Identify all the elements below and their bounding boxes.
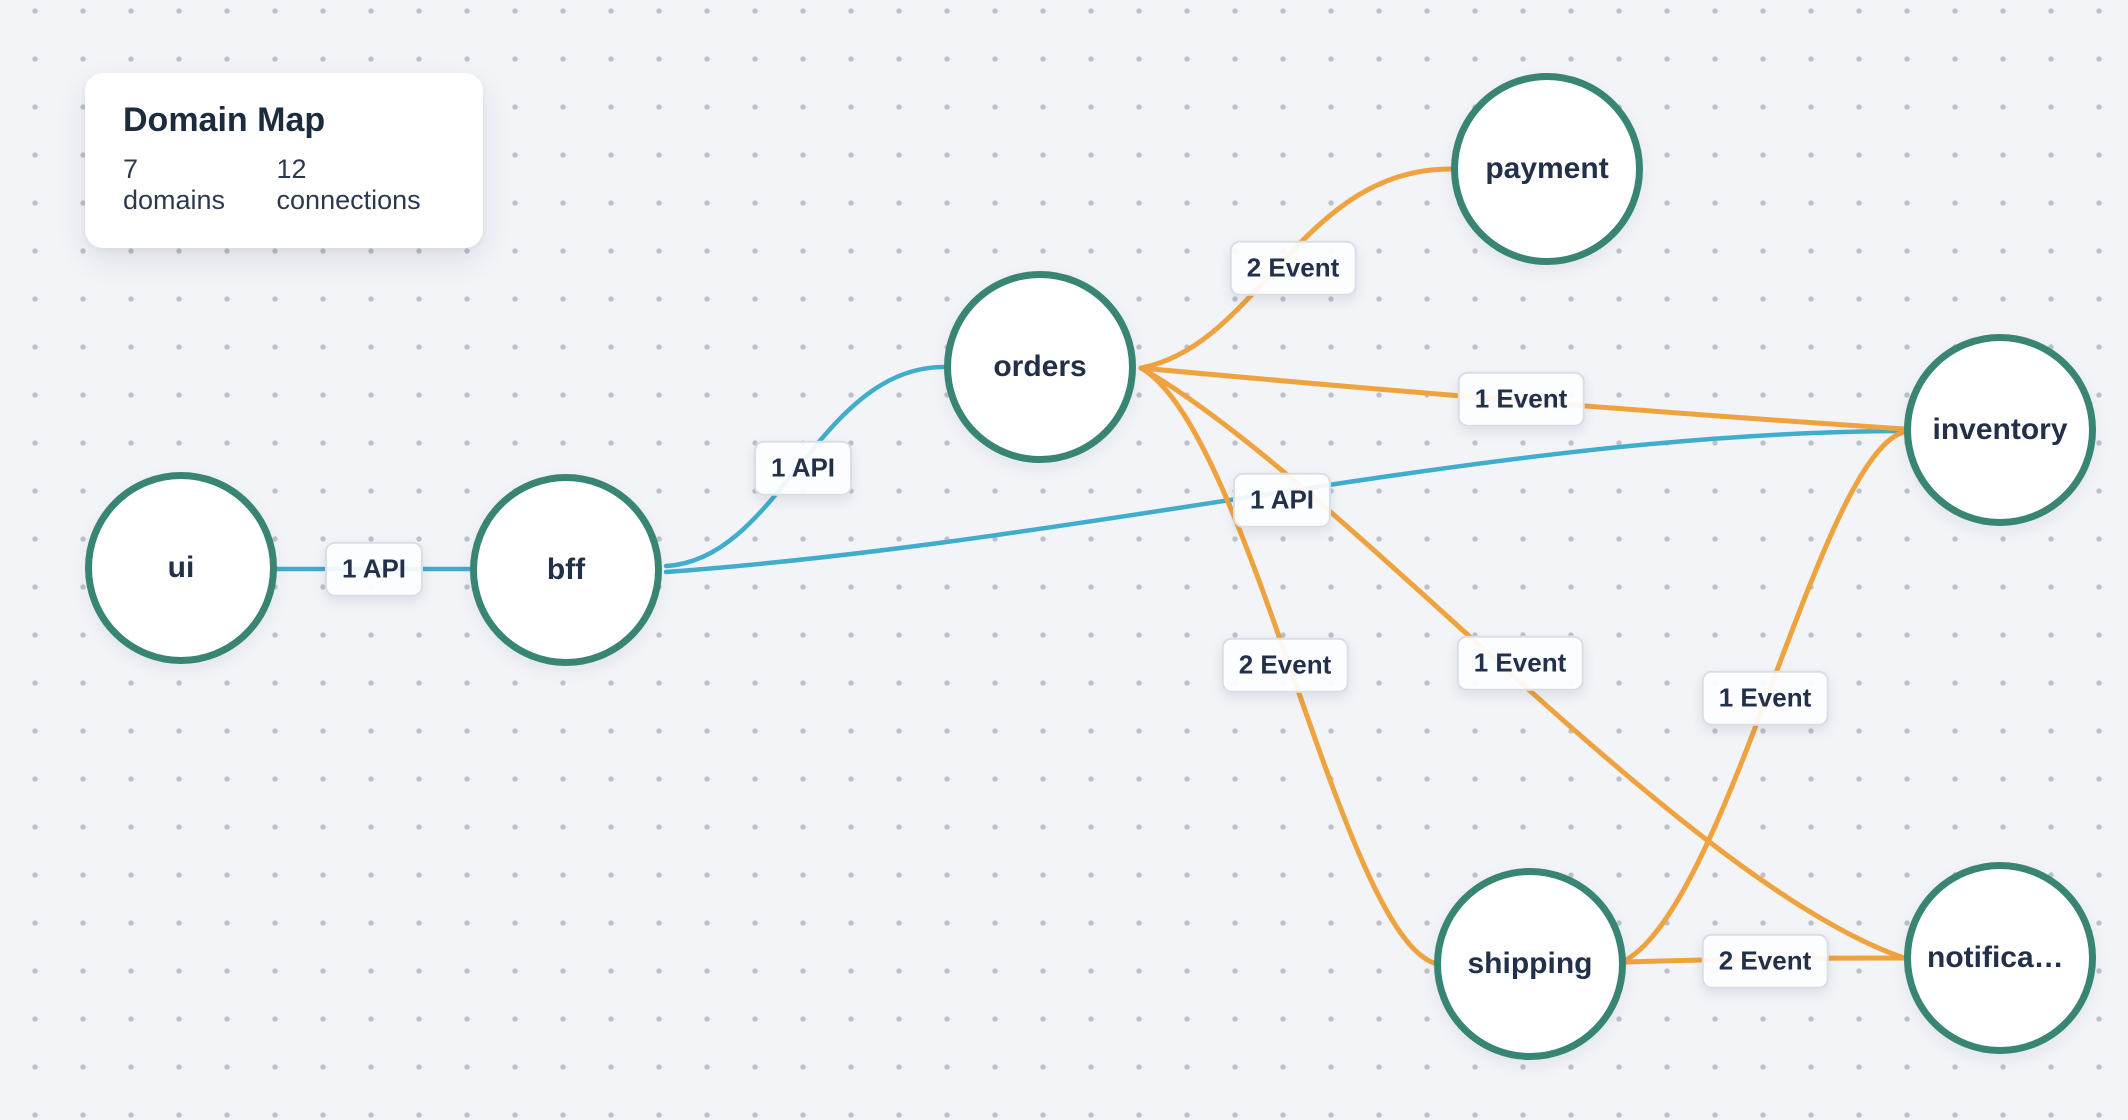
edge-label-orders-inventory: 1 Event <box>1457 371 1585 427</box>
node-label: bff <box>546 553 586 586</box>
edge-label-bff-inventory: 1 API <box>1232 472 1332 528</box>
edge-label-shipping-inventory: 1 Event <box>1701 670 1829 726</box>
node-label: notificatio… <box>1927 941 2079 974</box>
node-orders[interactable]: orders <box>944 271 1136 463</box>
edge-label-orders-payment: 2 Event <box>1229 240 1357 296</box>
node-ui[interactable]: ui <box>85 472 277 664</box>
node-shipping[interactable]: shipping <box>1434 868 1626 1060</box>
node-payment[interactable]: payment <box>1451 73 1643 265</box>
edge-label-orders-shipping: 2 Event <box>1221 637 1349 693</box>
node-label: payment <box>1485 152 1609 185</box>
edge-label-orders-notifications: 1 Event <box>1456 635 1584 691</box>
domain-count: 7 domains <box>123 154 226 216</box>
connection-count: 12 connections <box>276 154 421 216</box>
edge-label-ui-bff: 1 API <box>324 541 424 597</box>
node-notifications[interactable]: notificatio… <box>1904 862 2096 1054</box>
node-bff[interactable]: bff <box>470 474 662 666</box>
node-label: ui <box>167 551 195 584</box>
domain-map-panel: Domain Map 7 domains 12 connections <box>85 73 483 249</box>
node-label: shipping <box>1467 947 1593 980</box>
edge-label-shipping-notifications: 2 Event <box>1701 933 1829 989</box>
edge-label-bff-orders: 1 API <box>753 440 853 496</box>
panel-title: Domain Map <box>123 101 326 139</box>
node-inventory[interactable]: inventory <box>1904 334 2096 526</box>
node-label: inventory <box>1932 413 2068 446</box>
node-label: orders <box>993 350 1087 383</box>
panel-stats: 7 domains 12 connections <box>123 154 445 216</box>
